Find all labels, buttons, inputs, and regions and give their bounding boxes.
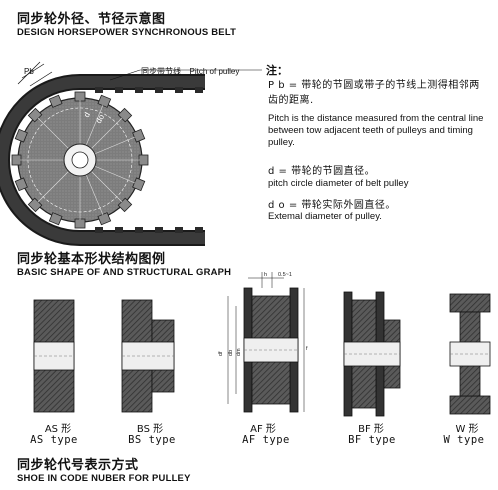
af-dim-db: db — [228, 350, 234, 356]
pitch-line-en: Pitch of pulley — [189, 67, 240, 76]
af-dim-df: df — [218, 351, 224, 356]
caption-af-en: AF type — [242, 434, 290, 446]
pb-dimension — [17, 61, 53, 87]
caption-w-en: W type — [443, 434, 485, 446]
pb-label: Pb — [24, 67, 34, 76]
shape-af: h 0.5~1 df db dm f — [218, 272, 308, 413]
shape-bf — [343, 291, 401, 417]
note-d-cn: d = 带轮的节圆直径。 — [268, 166, 376, 177]
af-dim-f: f — [306, 346, 308, 352]
title-en: DESIGN HORSEPOWER SYNCHRONOUS BELT — [17, 27, 237, 37]
shape-bs — [121, 299, 175, 413]
caption-bs-en: BS type — [128, 434, 176, 446]
note-do-en: Extemal diameter of pulley. — [268, 211, 382, 222]
note-d-en: pitch circle diameter of belt pulley — [268, 178, 409, 189]
note-pb-cn: P b = 带轮的节圆或带子的节线上测得相邻两齿的距离. — [268, 80, 480, 106]
caption-bf-cn: BF 形 — [358, 424, 384, 435]
belt-teeth — [95, 87, 203, 233]
pitch-line-label: 同步带节线 Pitch of pulley — [141, 66, 239, 77]
af-dim-h: h — [264, 272, 267, 278]
pulley-belt-diagram: Pb d do — [0, 61, 262, 246]
pitch-line-cn: 同步带节线 — [141, 67, 181, 76]
shape-as — [33, 299, 75, 413]
af-dim-r: 0.5~1 — [278, 272, 292, 278]
af-dim-dm: dm — [236, 348, 242, 356]
title-cn: 同步轮外径、节径示意图 — [17, 12, 166, 27]
notes-heading: 注： — [266, 64, 288, 77]
caption-af-cn: AF 形 — [250, 424, 276, 435]
caption-as-en: AS type — [30, 434, 78, 446]
section2-title-en: BASIC SHAPE OF AND STRUCTURAL GRAPH — [17, 267, 232, 277]
note-do-cn: d o = 带轮实际外圆直径。 — [268, 200, 396, 211]
pulley-gear — [11, 91, 149, 229]
caption-bf-en: BF type — [348, 434, 396, 446]
d-label: d — [82, 111, 92, 119]
caption-w-cn: W 形 — [455, 424, 479, 435]
section2-title-cn: 同步轮基本形状结构图例 — [17, 252, 166, 267]
shape-w — [449, 293, 491, 415]
note-pb-en: Pitch is the distance measured from the … — [268, 113, 484, 148]
section3-title-cn: 同步轮代号表示方式 — [17, 458, 139, 473]
caption-bs-cn: BS 形 — [136, 424, 164, 435]
section3-title-en: SHOE IN CODE NUBER FOR PULLEY — [17, 473, 191, 483]
caption-as-cn: AS 形 — [44, 424, 72, 435]
